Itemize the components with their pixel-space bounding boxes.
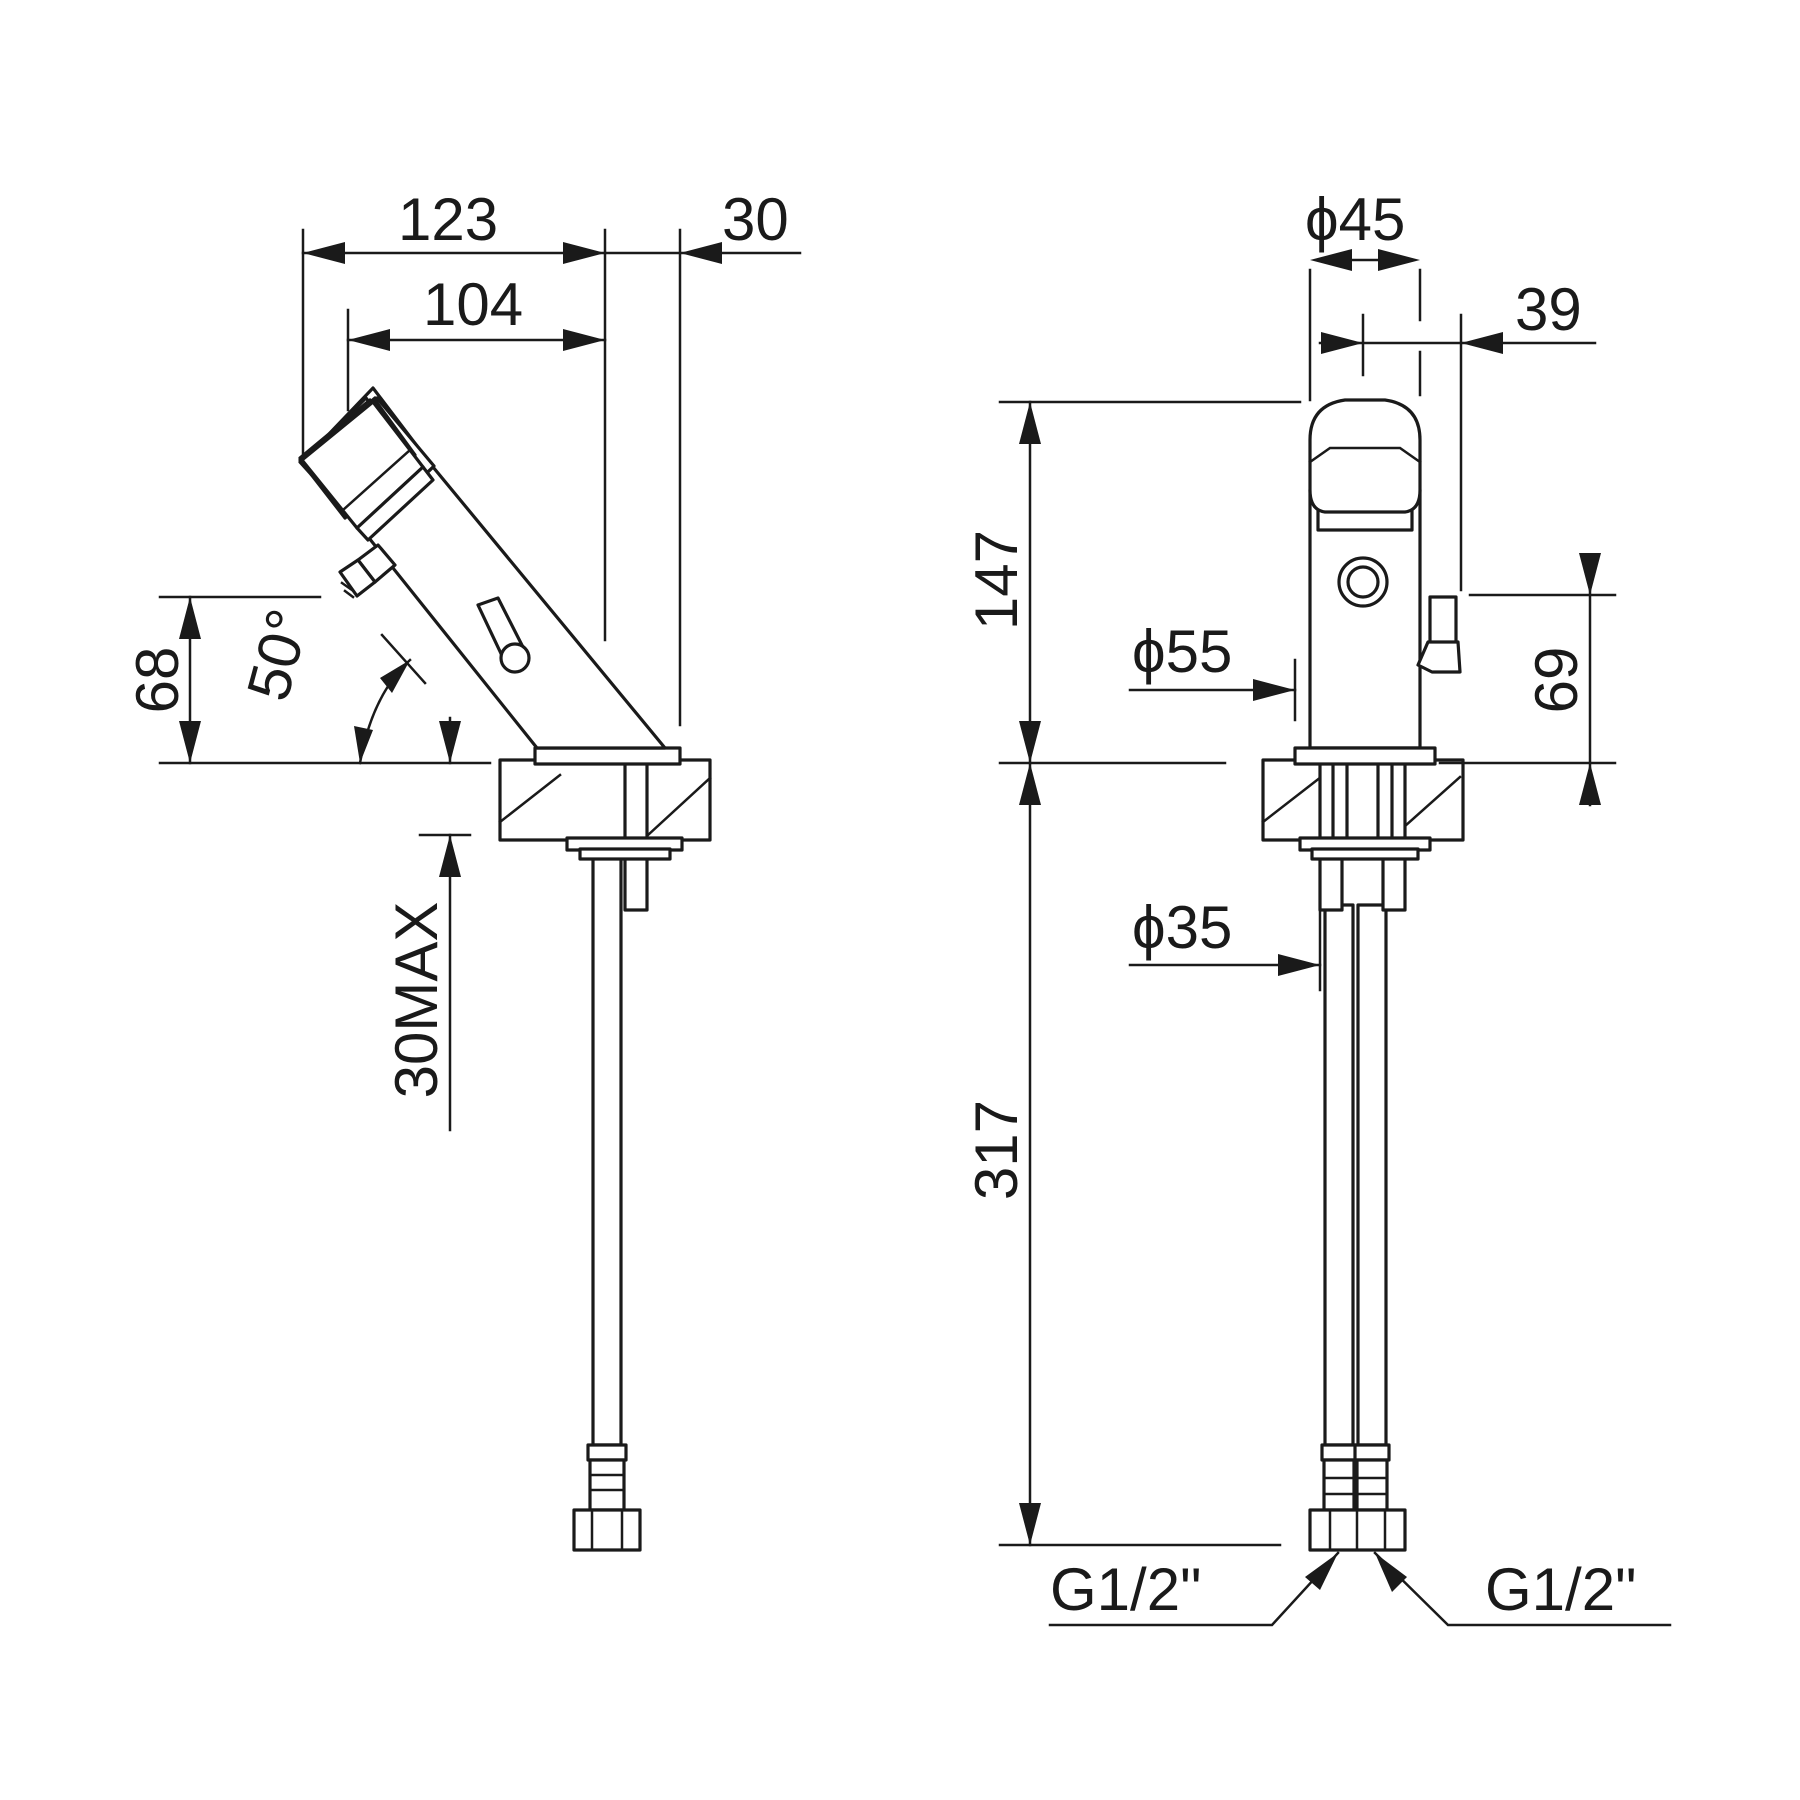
dim-body-diameter-label: ϕ45	[1305, 186, 1405, 253]
front-aerator	[1337, 556, 1389, 608]
side-base-plate	[533, 746, 682, 766]
dim-shank-diameter-label: ϕ35	[1132, 894, 1232, 961]
dim-spout-length: 104	[346, 271, 607, 412]
front-fixing-studs	[1298, 758, 1432, 912]
dim-counter-max: 30MAX	[383, 716, 472, 1132]
dim-button-offset: 39	[1318, 276, 1597, 592]
front-push-button[interactable]	[1308, 398, 1422, 514]
front-view: ϕ45 39 147 ϕ55	[963, 186, 1672, 1627]
side-push-button[interactable]	[300, 400, 435, 542]
dim-angle-label: 50°	[234, 602, 322, 707]
dim-overall-length-label: 123	[398, 186, 498, 253]
side-lever[interactable]	[476, 596, 531, 674]
dim-total-height-label: 147	[963, 530, 1030, 630]
dim-base-diameter-label: ϕ55	[1132, 618, 1232, 685]
front-countertop	[1261, 758, 1465, 842]
dim-shank-diameter: ϕ35	[1128, 894, 1322, 992]
front-supply-hoses	[1308, 903, 1407, 1552]
dim-spout-length-label: 104	[423, 271, 523, 338]
dim-hose-length-label: 317	[963, 1100, 1030, 1200]
dim-angle: 50°	[234, 602, 427, 765]
front-faucet-body	[1293, 488, 1437, 766]
dim-hose-length: 317	[963, 761, 1282, 1547]
side-countertop	[498, 758, 712, 842]
dim-counter-max-label: 30MAX	[383, 902, 450, 1099]
side-aerator	[338, 543, 397, 599]
thread-callout-right: G1/2"	[1373, 1551, 1672, 1627]
dim-outlet-height: 69	[1438, 553, 1617, 807]
dim-base-offset-label: 30	[722, 186, 789, 253]
thread-left-label: G1/2"	[1050, 1556, 1201, 1623]
dim-base-offset: 30	[603, 186, 802, 727]
thread-callout-left: G1/2"	[1048, 1551, 1340, 1627]
side-supply-hose	[572, 853, 642, 1552]
dim-total-height: 147	[963, 400, 1302, 765]
dim-base-diameter: ϕ55	[1128, 618, 1297, 722]
dim-outlet-height-label: 69	[1523, 647, 1590, 714]
dim-overall-length: 123	[301, 186, 607, 642]
side-fixing-stud	[565, 758, 684, 912]
side-view: 123 104 30 68	[124, 186, 802, 1552]
dim-body-diameter: ϕ45	[1305, 186, 1422, 402]
dim-button-offset-label: 39	[1515, 276, 1582, 343]
dim-height-label: 68	[124, 647, 191, 714]
dim-height: 68	[124, 595, 492, 765]
thread-right-label: G1/2"	[1485, 1556, 1636, 1623]
front-lever[interactable]	[1416, 595, 1462, 674]
